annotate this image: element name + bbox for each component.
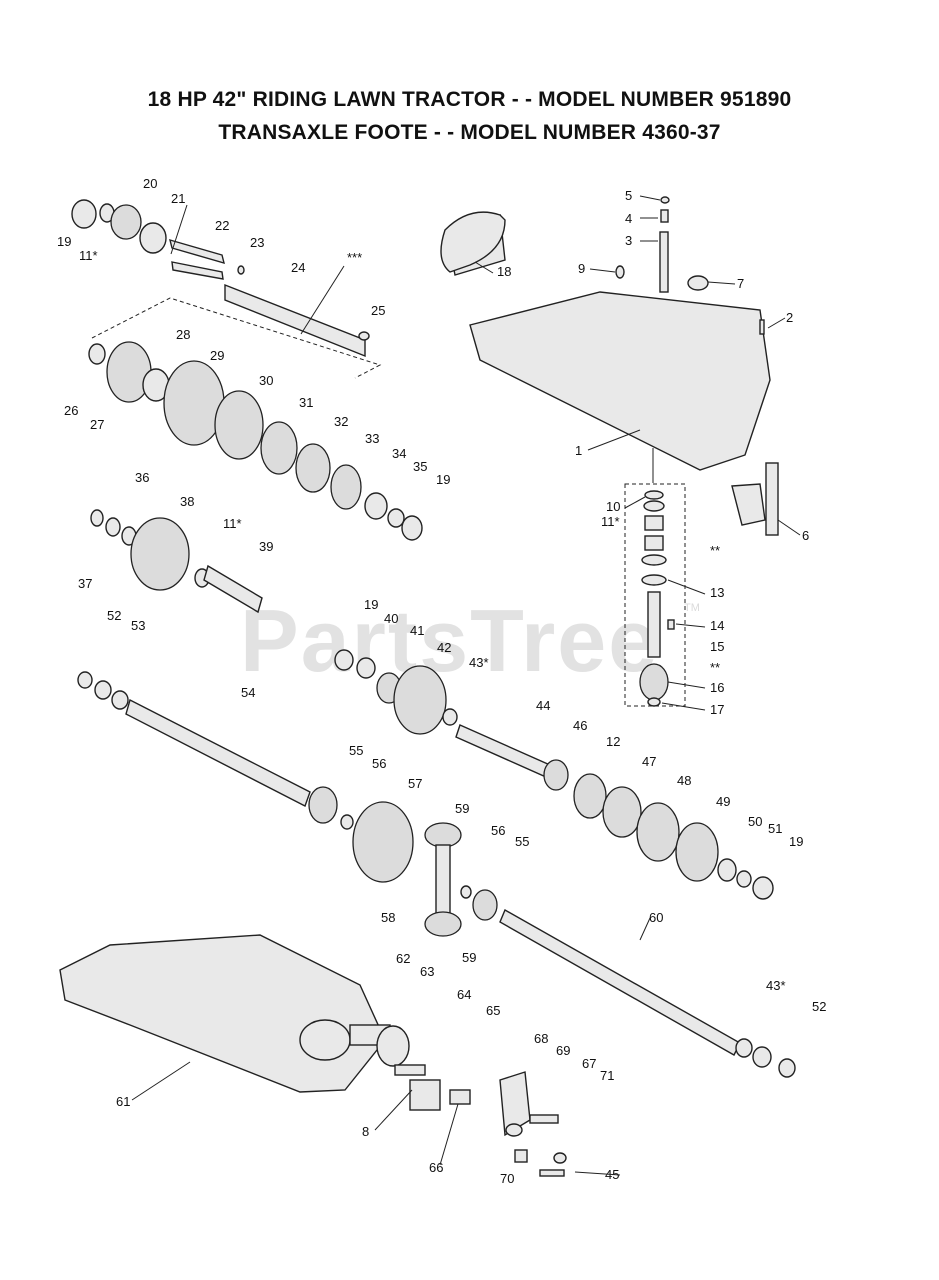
vertical-shaft-stack xyxy=(639,490,675,707)
cluster-gear-assembly xyxy=(90,509,263,614)
callout-59a: 59 xyxy=(455,801,469,816)
callout-29: 29 xyxy=(210,348,224,363)
watermark-trademark: TM xyxy=(684,602,700,614)
callout-14: 14 xyxy=(710,618,724,633)
callout-22: 22 xyxy=(215,218,229,233)
differential-pinions xyxy=(424,822,796,1078)
callout-20: 20 xyxy=(143,176,157,191)
callout-55a: 55 xyxy=(349,743,363,758)
callout-56a: 56 xyxy=(372,756,386,771)
callout-57: 57 xyxy=(408,776,422,791)
gear-stack-middle xyxy=(88,341,423,541)
callout-61: 61 xyxy=(116,1094,130,1109)
callout-71: 71 xyxy=(600,1068,614,1083)
bevel-gear-assembly xyxy=(334,649,774,900)
callout-24: 24 xyxy=(291,260,305,275)
callout-28: 28 xyxy=(176,327,190,342)
callout-59b: 59 xyxy=(462,950,476,965)
callout-67: 67 xyxy=(582,1056,596,1071)
callout-48: 48 xyxy=(677,773,691,788)
callout-double-star-b: ** xyxy=(710,660,720,675)
callout-11a: 11* xyxy=(79,248,98,263)
callout-54: 54 xyxy=(241,685,255,700)
callout-34: 34 xyxy=(392,446,406,461)
callout-19c: 19 xyxy=(364,597,378,612)
diagram-title-line-2: TRANSAXLE FOOTE - - MODEL NUMBER 4360-37 xyxy=(218,121,721,144)
callout-5: 5 xyxy=(625,188,632,203)
callout-19d: 19 xyxy=(789,834,803,849)
callout-7: 7 xyxy=(737,276,744,291)
callout-19b: 19 xyxy=(436,472,450,487)
shaft-assembly-top xyxy=(71,199,382,379)
callout-3: 3 xyxy=(625,233,632,248)
callout-56b: 56 xyxy=(491,823,505,838)
callout-labels: 1 2 3 4 5 6 7 8 9 10 11* 11* 11* 12 13 1… xyxy=(57,176,826,1186)
callout-43a: 43* xyxy=(469,655,489,670)
callout-46: 46 xyxy=(573,718,587,733)
callout-43b: 43* xyxy=(766,978,786,993)
callout-10: 10 xyxy=(606,499,620,514)
leader-lines xyxy=(131,195,801,1176)
callout-58: 58 xyxy=(381,910,395,925)
callout-35: 35 xyxy=(413,459,427,474)
callout-50: 50 xyxy=(748,814,762,829)
callout-31: 31 xyxy=(299,395,313,410)
callout-52a: 52 xyxy=(107,608,121,623)
callout-12: 12 xyxy=(606,734,620,749)
lower-case-housing xyxy=(59,934,567,1177)
callout-44: 44 xyxy=(536,698,550,713)
callout-18: 18 xyxy=(497,264,511,279)
callout-68: 68 xyxy=(534,1031,548,1046)
callout-39: 39 xyxy=(259,539,273,554)
callout-42: 42 xyxy=(437,640,451,655)
axle-assembly-left xyxy=(77,671,414,883)
callout-62: 62 xyxy=(396,951,410,966)
callout-70: 70 xyxy=(500,1171,514,1186)
callout-4: 4 xyxy=(625,211,632,226)
callout-49: 49 xyxy=(716,794,730,809)
callout-30: 30 xyxy=(259,373,273,388)
callout-40: 40 xyxy=(384,611,398,626)
callout-double-star-a: ** xyxy=(710,543,720,558)
callout-69: 69 xyxy=(556,1043,570,1058)
callout-16: 16 xyxy=(710,680,724,695)
callout-36: 36 xyxy=(135,470,149,485)
callout-33: 33 xyxy=(365,431,379,446)
callout-23: 23 xyxy=(250,235,264,250)
callout-8: 8 xyxy=(362,1124,369,1139)
callout-21: 21 xyxy=(171,191,185,206)
callout-11c: 11* xyxy=(601,514,620,529)
callout-64: 64 xyxy=(457,987,471,1002)
callout-53: 53 xyxy=(131,618,145,633)
callout-38: 38 xyxy=(180,494,194,509)
callout-6: 6 xyxy=(802,528,809,543)
callout-32: 32 xyxy=(334,414,348,429)
callout-27: 27 xyxy=(90,417,104,432)
callout-55b: 55 xyxy=(515,834,529,849)
callout-65: 65 xyxy=(486,1003,500,1018)
drive-chain xyxy=(440,211,506,273)
callout-26: 26 xyxy=(64,403,78,418)
callout-17: 17 xyxy=(710,702,724,717)
callout-2: 2 xyxy=(786,310,793,325)
callout-9: 9 xyxy=(578,261,585,276)
callout-60: 60 xyxy=(649,910,663,925)
callout-41: 41 xyxy=(410,623,424,638)
callout-37: 37 xyxy=(78,576,92,591)
callout-triple-star: *** xyxy=(347,250,362,265)
callout-11b: 11* xyxy=(223,516,242,531)
callout-47: 47 xyxy=(642,754,656,769)
callout-63: 63 xyxy=(420,964,434,979)
callout-13: 13 xyxy=(710,585,724,600)
diagram-title-line-1: 18 HP 42" RIDING LAWN TRACTOR - - MODEL … xyxy=(147,88,792,111)
callout-15: 15 xyxy=(710,639,724,654)
callout-19a: 19 xyxy=(57,234,71,249)
callout-51: 51 xyxy=(768,821,782,836)
callout-25: 25 xyxy=(371,303,385,318)
callout-1: 1 xyxy=(575,443,582,458)
callout-52b: 52 xyxy=(812,999,826,1014)
partstree-watermark: PartsTree xyxy=(240,591,660,690)
